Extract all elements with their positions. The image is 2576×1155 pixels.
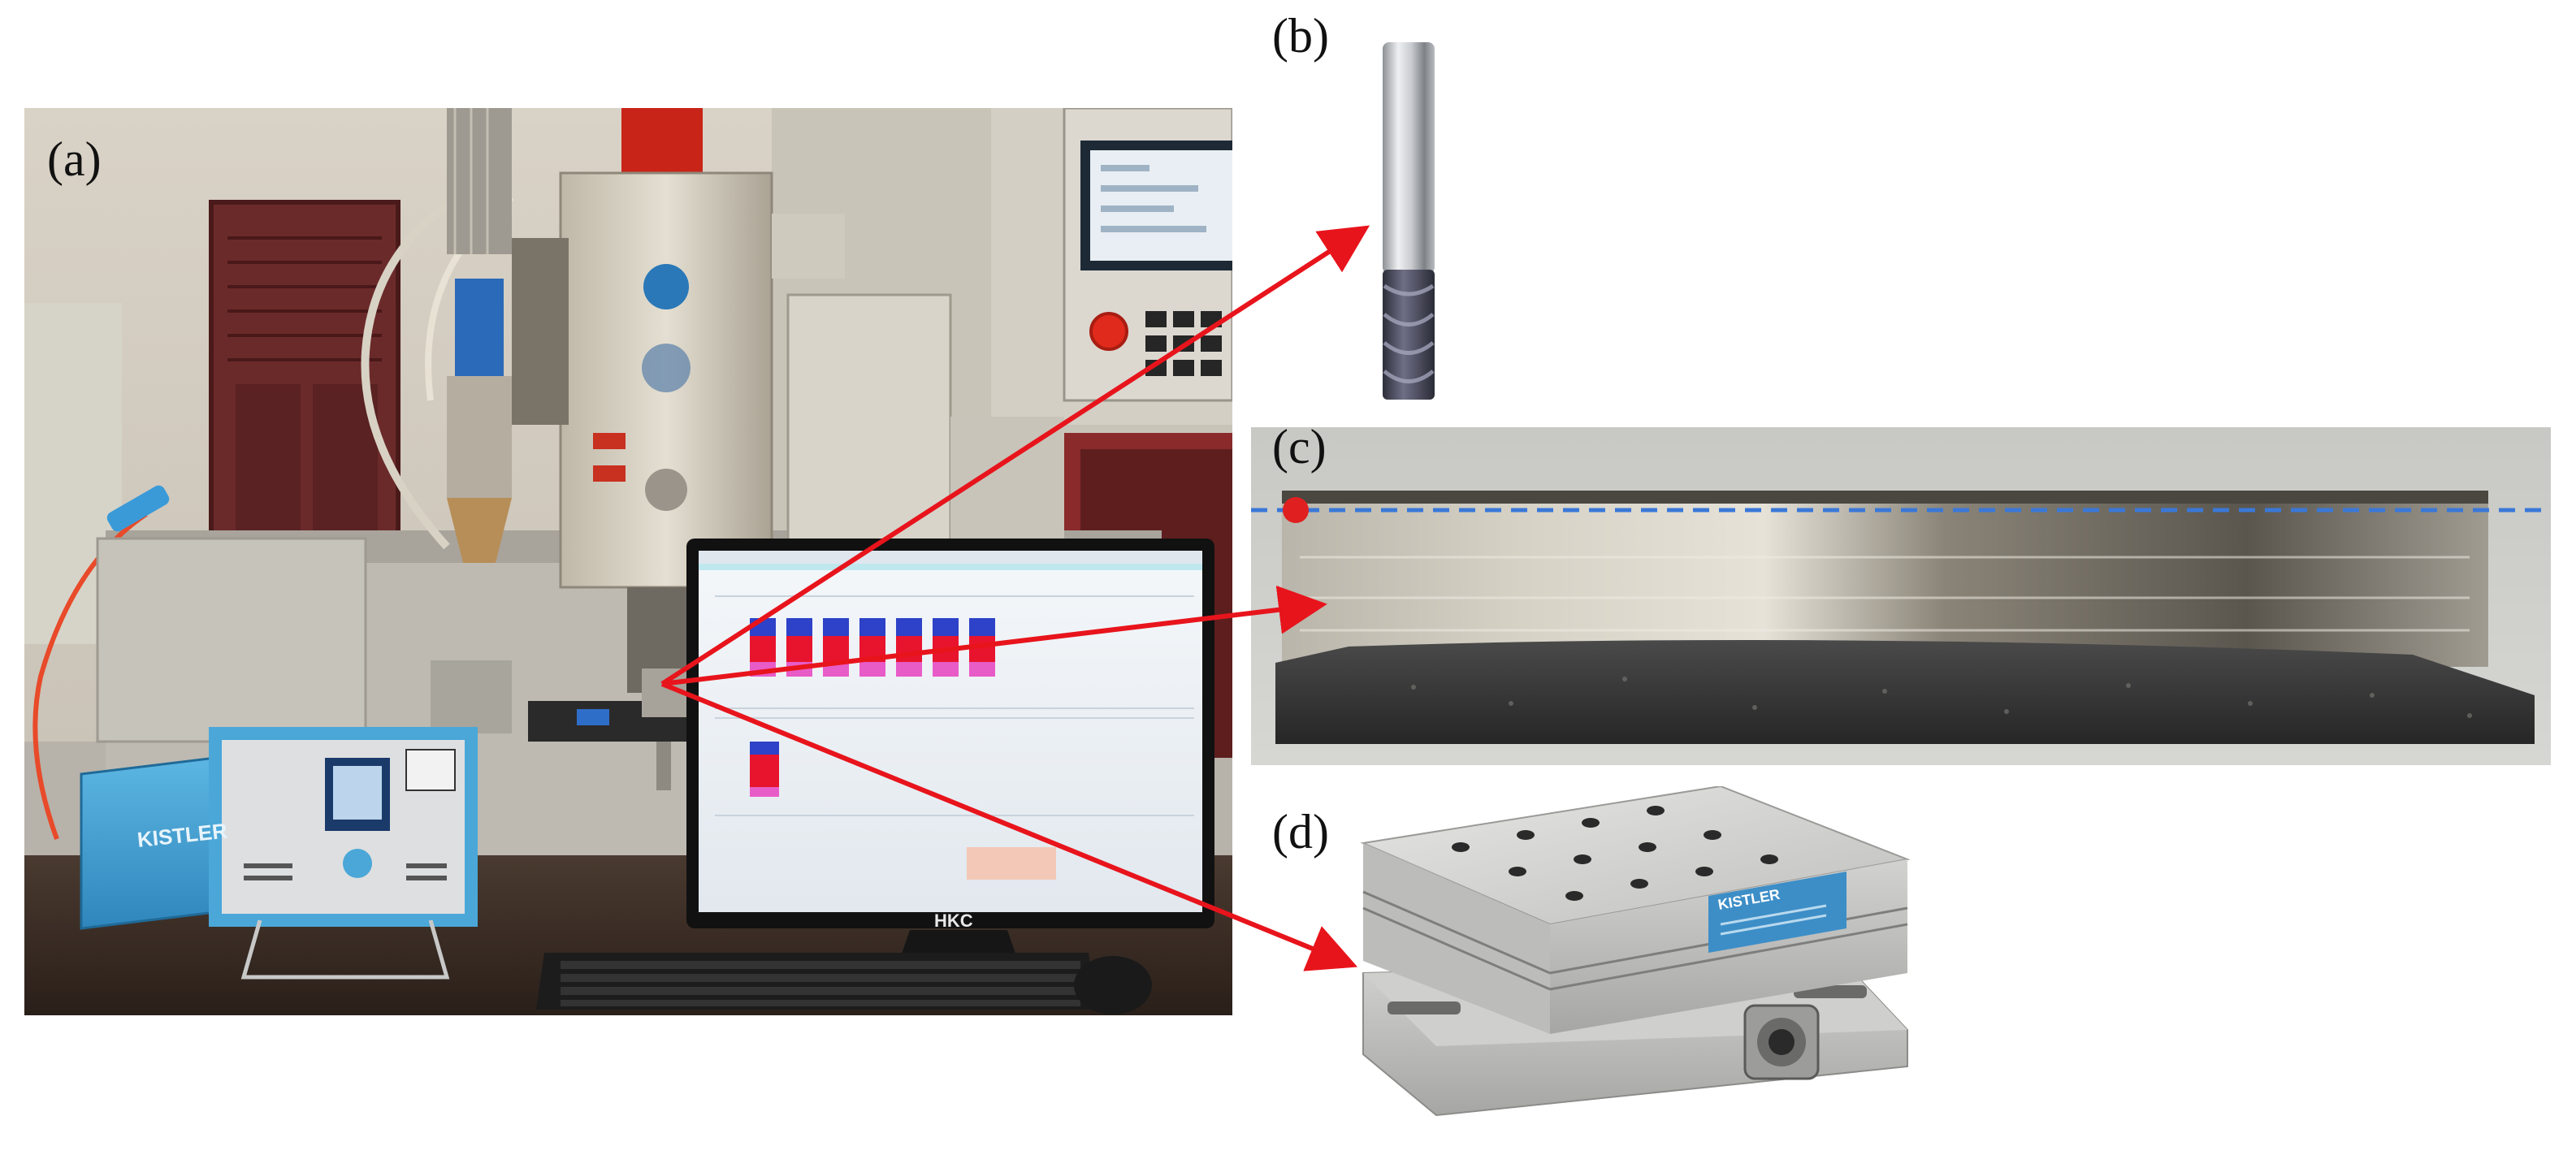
panel-b-end-mill [1363, 42, 1455, 404]
panel-label-c: (c) [1272, 420, 1327, 474]
red-dot-icon [1283, 497, 1309, 523]
dynamometer-illustration: KISTLER [1360, 786, 1911, 1117]
panel-label-d: (d) [1272, 805, 1329, 859]
panel-c-workpiece-sample [1251, 427, 2551, 765]
machine-setup-illustration: KISTLER [24, 108, 1232, 1015]
mouse [1074, 956, 1152, 1014]
end-mill-illustration [1383, 42, 1435, 400]
panel-label-b: (b) [1272, 9, 1329, 63]
panel-d-dynamometer: KISTLER [1339, 786, 1916, 1137]
monitor: HKC [686, 539, 1214, 995]
panel-label-a: (a) [47, 132, 102, 186]
workpiece-illustration [1251, 427, 2551, 765]
charge-amplifier: KISTLER [80, 727, 478, 980]
monitor-brand-text: HKC [934, 911, 973, 931]
keyboard [536, 953, 1097, 1010]
panel-a-machine-setup-photo: KISTLER [24, 108, 1232, 1015]
